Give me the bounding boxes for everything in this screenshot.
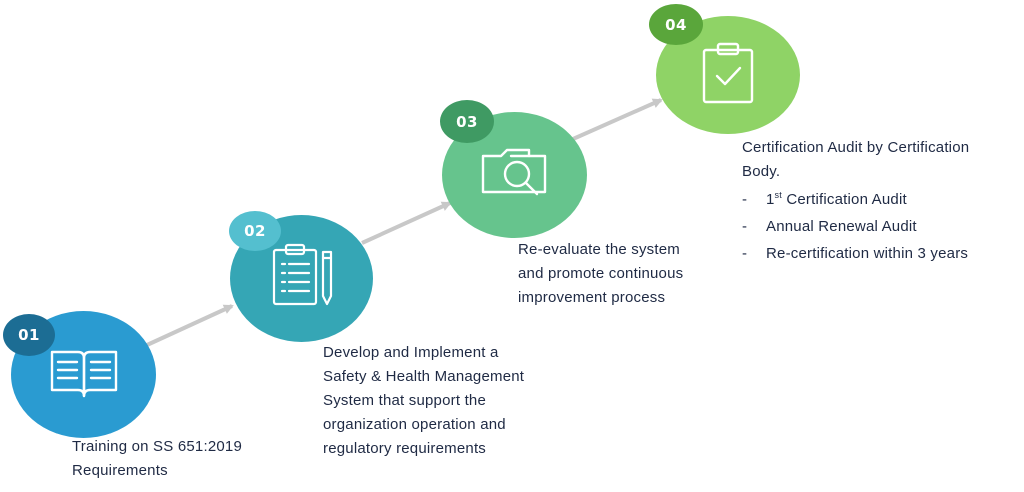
bullet-text: Annual Renewal Audit bbox=[766, 218, 917, 235]
step-1-text: Training on SS 651:2019 Requirements bbox=[72, 435, 242, 483]
clipboard-check-icon bbox=[698, 40, 758, 111]
step-2-text: Develop and Implement a Safety & Health … bbox=[323, 341, 524, 461]
step-2-badge: 02 bbox=[229, 211, 281, 251]
arrow-2-to-3 bbox=[361, 201, 452, 245]
step-2-circle bbox=[230, 215, 373, 342]
step-2-line: System that support the bbox=[323, 392, 487, 409]
bullet-item: - Annual Renewal Audit bbox=[742, 213, 969, 240]
step-1-line: Training on SS 651:2019 bbox=[72, 438, 242, 455]
step-2-line: regulatory requirements bbox=[323, 440, 487, 457]
step-4-bullet-list: - 1st Certification Audit - Annual Renew… bbox=[742, 186, 969, 267]
step-3-line: improvement process bbox=[518, 289, 666, 306]
clipboard-pencil-icon bbox=[266, 242, 338, 315]
bullet-item: - Re-certification within 3 years bbox=[742, 240, 969, 267]
step-2-line: Safety & Health Management bbox=[323, 368, 525, 385]
step-4-line: Certification Audit by Certification bbox=[742, 139, 970, 156]
bullet-text: Certification Audit bbox=[781, 191, 907, 208]
step-4-badge: 04 bbox=[649, 4, 703, 45]
step-1-badge: 01 bbox=[3, 314, 55, 356]
folder-search-icon bbox=[477, 142, 553, 209]
step-3-line: Re-evaluate the system bbox=[518, 241, 680, 258]
open-book-icon bbox=[44, 342, 124, 407]
arrow-1-to-2 bbox=[146, 304, 234, 347]
bullet-prefix: 1 bbox=[766, 191, 775, 208]
step-1-line: Requirements bbox=[72, 462, 168, 479]
step-3-text: Re-evaluate the system and promote conti… bbox=[518, 238, 683, 310]
step-3-line: and promote continuous bbox=[518, 265, 684, 282]
arrow-3-to-4 bbox=[572, 98, 663, 141]
step-4-text: Certification Audit by Certification Bod… bbox=[742, 136, 969, 267]
bullet-text: Re-certification within 3 years bbox=[766, 245, 969, 262]
step-4-line: Body. bbox=[742, 163, 781, 180]
bullet-dash: - bbox=[742, 218, 748, 235]
step-3-badge: 03 bbox=[440, 100, 494, 143]
bullet-dash: - bbox=[742, 245, 748, 262]
bullet-superscript: st bbox=[774, 190, 782, 200]
bullet-dash: - bbox=[742, 191, 748, 208]
step-2-line: Develop and Implement a bbox=[323, 344, 499, 361]
step-2-line: organization operation and bbox=[323, 416, 506, 433]
bullet-item: - 1st Certification Audit bbox=[742, 186, 969, 213]
